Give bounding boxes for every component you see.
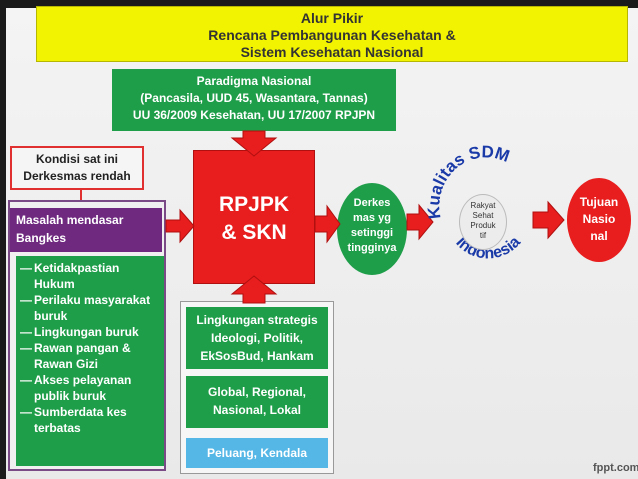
list-dash: — — [20, 405, 32, 419]
list-dash: — — [20, 373, 32, 387]
tujuan-line-2: Nasio — [582, 212, 616, 226]
rakyat-line-3: Produk — [470, 221, 496, 230]
tujuan-line-3: nal — [590, 229, 608, 243]
masalah-box: Masalah mendasar Bangkes — [10, 208, 162, 252]
derkes-line-4: tingginya — [347, 242, 397, 254]
left-border-strip — [0, 0, 6, 479]
masalah-line-2: Bangkes — [16, 231, 67, 245]
arrow-right-derkes — [406, 203, 434, 241]
derkes-line-3: setinggi — [350, 227, 394, 239]
list-item-text: Ketidakpastian Hukum — [34, 261, 120, 291]
arrow-up-strategic — [230, 275, 278, 304]
arrow-right-problems — [165, 208, 195, 244]
tujuan-ellipse: Tujuan Nasio nal — [567, 178, 631, 262]
masalah-line-1: Masalah mendasar — [16, 213, 124, 227]
derkes-ellipse: Derkes mas yg setinggi tingginya — [337, 183, 407, 275]
list-dash: — — [20, 293, 32, 307]
list-item-text: Rawan pangan & Rawan Gizi — [34, 341, 131, 371]
list-item: —Ketidakpastian Hukum — [20, 260, 162, 292]
paradigma-line-2: (Pancasila, UUD 45, Wasantara, Tannas) — [140, 91, 368, 105]
list-item: —Rawan pangan & Rawan Gizi — [20, 340, 162, 372]
kondisi-box: Kondisi sat ini Derkesmas rendah — [10, 146, 144, 190]
list-item: —Akses pelayanan publik buruk — [20, 372, 162, 404]
top-border-strip — [0, 0, 638, 8]
paradigma-box: Paradigma Nasional (Pancasila, UUD 45, W… — [112, 69, 396, 131]
derkes-line-1: Derkes — [353, 197, 391, 209]
list-dash: — — [20, 341, 32, 355]
rakyat-ellipse: Rakyat Sehat Produk tif — [459, 194, 507, 250]
scope-line-1: Global, Regional, — [207, 385, 306, 399]
scope-box: Global, Regional, Nasional, Lokal — [186, 376, 328, 428]
paradigma-line-1: Paradigma Nasional — [196, 74, 312, 88]
paradigma-line-3: UU 36/2009 Kesehatan, UU 17/2007 RPJPN — [132, 108, 376, 122]
rpjpk-line-1: RPJPK — [218, 193, 290, 216]
strategic-environment-box: Lingkungan strategis Ideologi, Politik, … — [186, 307, 328, 369]
derkes-line-2: mas yg — [353, 212, 391, 224]
list-dash: — — [20, 325, 32, 339]
arrow-right-rpjpk — [314, 204, 341, 244]
rakyat-line-2: Sehat — [472, 211, 494, 220]
list-item-text: Akses pelayanan publik buruk — [34, 373, 132, 403]
kondisi-line-2: Derkesmas rendah — [23, 169, 131, 183]
rakyat-line-1: Rakyat — [470, 201, 496, 210]
title-line-3: Sistem Kesehatan Nasional — [240, 44, 424, 60]
kondisi-line-1: Kondisi sat ini — [35, 152, 118, 166]
list-item: —Lingkungan buruk — [20, 324, 162, 340]
list-item-text: Sumberdata kes terbatas — [34, 405, 127, 435]
scope-line-2: Nasional, Lokal — [212, 403, 302, 417]
tujuan-line-1: Tujuan — [579, 195, 619, 209]
list-item: —Sumberdata kes terbatas — [20, 404, 162, 436]
strategic-line-2: Ideologi, Politik, — [210, 331, 303, 345]
rpjpk-line-2: & SKN — [221, 221, 287, 244]
strategic-line-1: Lingkungan strategis — [196, 313, 318, 327]
footer-brand: fppt.com — [593, 462, 638, 474]
arrow-down-paradigma — [230, 130, 278, 157]
strategic-line-3: EkSosBud, Hankam — [200, 349, 314, 363]
list-dash: — — [20, 261, 32, 275]
list-item: —Perilaku masyarakat buruk — [20, 292, 162, 324]
title-line-2: Rencana Pembangunan Kesehatan & — [208, 27, 456, 43]
problem-list: —Ketidakpastian Hukum —Perilaku masyarak… — [16, 256, 164, 466]
opportunity-box: Peluang, Kendala — [186, 438, 328, 468]
arrow-right-sdm — [532, 200, 565, 240]
diagram-title-box: Alur Pikir Rencana Pembangunan Kesehatan… — [36, 6, 628, 62]
title-line-1: Alur Pikir — [300, 10, 364, 26]
rakyat-line-4: tif — [479, 231, 487, 240]
list-item-text: Perilaku masyarakat buruk — [34, 293, 151, 323]
list-item-text: Lingkungan buruk — [34, 325, 139, 339]
